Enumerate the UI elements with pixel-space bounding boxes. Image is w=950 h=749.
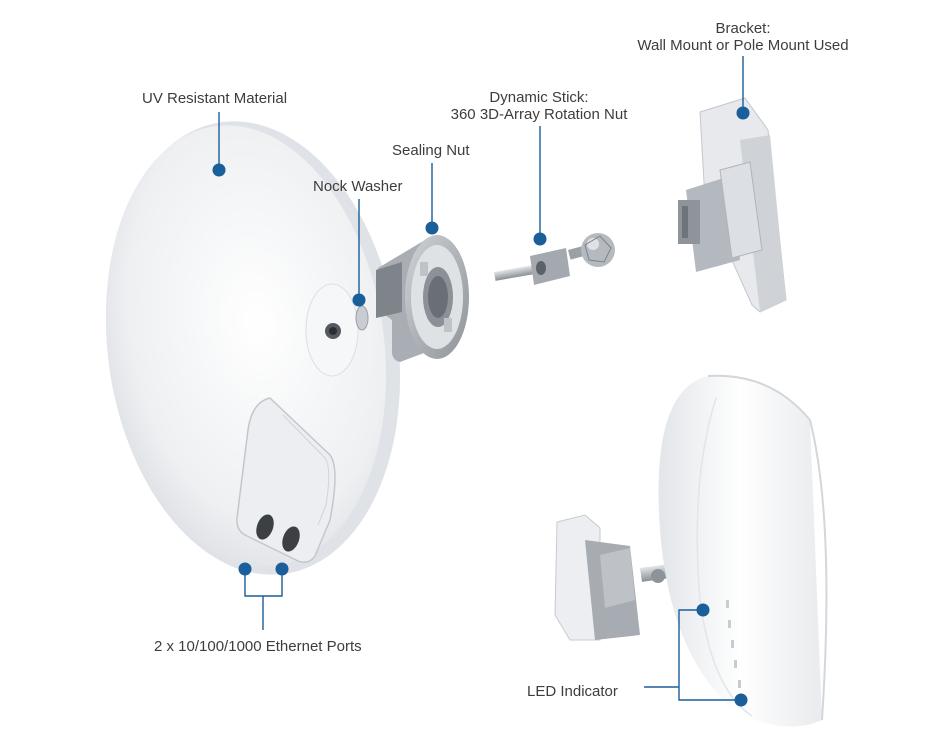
label-sealing-nut: Sealing Nut: [392, 142, 470, 159]
antenna-back-view: [105, 121, 401, 575]
callout-dot-bracket: [736, 106, 750, 120]
label-bracket: Bracket: Wall Mount or Pole Mount Used: [630, 20, 856, 54]
label-ethernet-ports: 2 x 10/100/1000 Ethernet Ports: [154, 638, 362, 655]
callout-dot-nock: [352, 293, 366, 307]
led-3: [731, 640, 734, 648]
callout-dot-stick: [533, 232, 547, 246]
bracket-part: [678, 97, 787, 313]
led-5: [738, 680, 741, 688]
label-uv-resistant-material: UV Resistant Material: [142, 90, 288, 107]
callouts: [212, 56, 750, 707]
led-1: [726, 600, 729, 608]
label-dynamic-stick-line2: 360 3D-Array Rotation Nut: [450, 106, 628, 123]
callout-dot-uv: [212, 163, 226, 177]
nock-washer-part: [355, 305, 369, 331]
label-led-indicator: LED Indicator: [527, 683, 618, 700]
led-2: [728, 620, 731, 628]
label-bracket-line1: Bracket:: [715, 20, 771, 37]
label-nock-washer: Nock Washer: [313, 178, 403, 195]
label-dynamic-stick-line1: Dynamic Stick:: [489, 89, 589, 106]
dynamic-stick-part: [494, 233, 615, 285]
label-dynamic-stick: Dynamic Stick: 360 3D-Array Rotation Nut: [446, 89, 632, 123]
antenna-side-view: [554, 374, 828, 727]
callout-dot-sealing: [425, 221, 439, 235]
sealing-nut-part: [376, 235, 469, 362]
led-4: [734, 660, 737, 668]
label-bracket-line2: Wall Mount or Pole Mount Used: [637, 37, 849, 54]
